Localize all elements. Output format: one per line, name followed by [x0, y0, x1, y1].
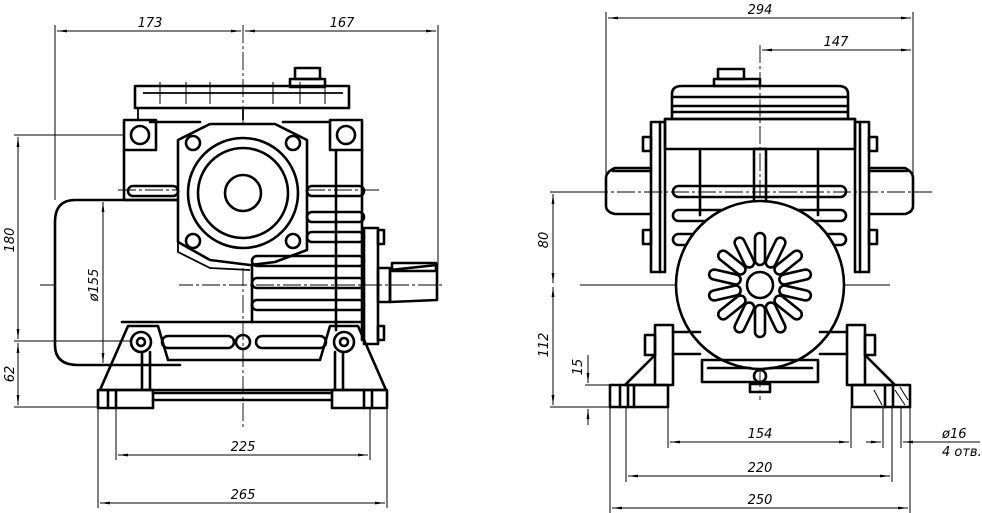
front-dimension-top: 294 147 [605, 3, 914, 175]
front-dimension-left: 80 112 15 [537, 191, 610, 425]
vent-slot [753, 303, 767, 339]
dim-80: 80 [537, 232, 552, 249]
side-dimension-bottom: 225 265 [97, 408, 388, 508]
flange-bolt-hole [184, 232, 202, 250]
vent-slot [707, 268, 742, 286]
front-view: 294 147 80 112 15 [537, 3, 982, 513]
output-shaft [362, 226, 439, 346]
adjust-slot [160, 334, 236, 350]
side-dimension-left: 180 62 ø155 [3, 134, 131, 408]
dim-112: 112 [537, 333, 552, 358]
vent-slot [716, 249, 747, 276]
front-foot-left [608, 383, 670, 409]
side-dimension-top: 173 167 [54, 16, 439, 265]
vent-slot [753, 231, 767, 267]
vent-slot [778, 284, 813, 302]
flange-bolt-hole [284, 232, 302, 250]
dim-154: 154 [748, 427, 773, 442]
vent-slot [707, 284, 742, 302]
section-hatching [873, 386, 909, 406]
dim-294: 294 [748, 3, 773, 18]
flange-bolt-hole [284, 134, 302, 152]
dim-265: 265 [231, 488, 256, 503]
vent-slot [773, 249, 804, 276]
vent-slot [716, 294, 747, 321]
front-base [608, 323, 912, 409]
dim-167: 167 [330, 16, 356, 31]
dim-173: 173 [138, 16, 163, 31]
front-foot-right [850, 383, 912, 409]
motor-fan-cover [674, 199, 846, 371]
dim-147: 147 [824, 35, 850, 50]
vent-slot [778, 268, 813, 286]
dim-250: 250 [748, 493, 773, 508]
vent-slot [733, 301, 756, 334]
dim-62: 62 [3, 366, 18, 383]
dim-180: 180 [3, 228, 18, 253]
top-cover [133, 66, 351, 120]
vent-slot [764, 236, 787, 269]
motor-body [53, 198, 182, 367]
dim-15: 15 [571, 359, 586, 376]
adjust-slot [254, 334, 328, 350]
drain-plug [752, 368, 768, 384]
vent-slot [773, 294, 804, 321]
vent-slot [733, 236, 756, 269]
dim-hole-diameter: ø16 [941, 427, 967, 442]
motor-shaft-center [745, 270, 775, 300]
flange-bolt-hole [184, 134, 202, 152]
vent-slot [764, 301, 787, 334]
base-foot-left [96, 388, 155, 410]
fan-vent-slots [707, 231, 813, 339]
front-dimension-bottom: 154 220 250 ø16 4 отв. [609, 407, 982, 513]
base-pivot-bolt [332, 330, 356, 354]
base-frame [96, 320, 389, 410]
dim-motor-diameter: ø155 [87, 269, 102, 303]
flange-outer-ring [186, 136, 300, 250]
dim-hole-count: 4 отв. [942, 445, 982, 460]
base-foot-right [330, 388, 389, 410]
front-housing [604, 117, 915, 274]
side-view: 173 167 180 62 ø155 225 265 [3, 16, 445, 508]
dim-220: 220 [748, 461, 773, 476]
output-bore [223, 173, 263, 213]
dim-225: 225 [231, 440, 256, 455]
